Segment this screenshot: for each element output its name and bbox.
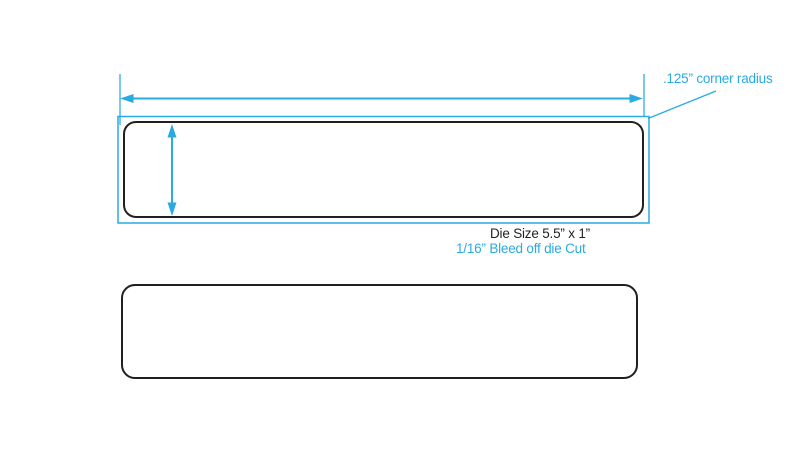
- arrowhead-right-icon: [629, 94, 643, 103]
- bleed-box: [117, 115, 650, 224]
- corner-radius-label: .125” corner radius: [663, 71, 773, 86]
- arrowhead-left-icon: [120, 94, 134, 103]
- corner-radius-leader-line: [647, 90, 717, 120]
- arrowhead-down-icon: [167, 202, 177, 216]
- die-outline: [123, 121, 644, 218]
- height-dimension-arrow: [167, 124, 177, 216]
- width-dimension-arrow: [120, 94, 643, 103]
- die-size-label: Die Size 5.5” x 1”: [490, 226, 590, 241]
- bleed-label: 1/16” Bleed off die Cut: [456, 241, 586, 256]
- plain-die-outline: [121, 284, 638, 379]
- arrowhead-up-icon: [167, 124, 177, 138]
